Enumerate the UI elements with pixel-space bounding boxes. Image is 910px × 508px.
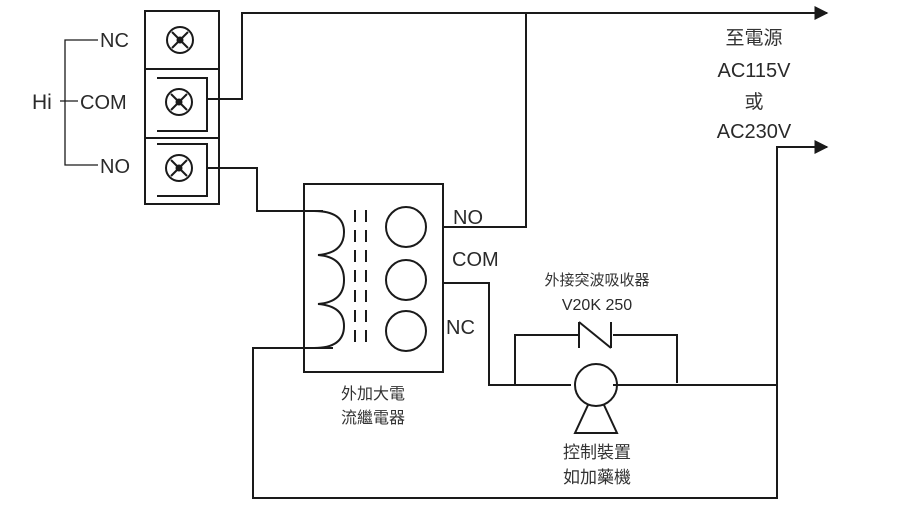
relay-com-contact-icon xyxy=(385,259,427,301)
relay-no-label: NO xyxy=(453,207,483,229)
surge-absorber-icon xyxy=(578,321,612,349)
relay-nc-label: NC xyxy=(446,317,475,339)
relay-coil-icon xyxy=(313,210,346,349)
relay-com-wire xyxy=(443,282,571,386)
terminal-com-label: COM xyxy=(80,92,127,114)
relay-caption-line2: 流繼電器 xyxy=(341,408,405,427)
surge-right-wire xyxy=(613,334,678,383)
wires xyxy=(207,6,829,499)
surge-left-wire xyxy=(514,334,579,385)
relay-no-contact-icon xyxy=(385,206,427,248)
surge-absorber-label: 外接突波吸收器 xyxy=(544,271,649,289)
dosing-pump-icon xyxy=(573,363,619,434)
power-label-line1: 至電源 xyxy=(725,27,782,49)
terminal-nc-label: NC xyxy=(100,30,129,52)
com-screw-terminal-icon xyxy=(165,88,193,116)
relay-no-wire xyxy=(443,13,527,228)
external-relay xyxy=(303,183,444,373)
relay-nc-contact-icon xyxy=(385,310,427,352)
power-line-bottom xyxy=(252,140,829,499)
nc-screw-terminal-icon xyxy=(166,26,194,54)
relay-caption-line1: 外加大電 xyxy=(341,384,405,403)
terminal-no-label: NO xyxy=(100,156,130,178)
power-label-line4: AC230V xyxy=(717,121,792,143)
device-caption-line1: 控制裝置 xyxy=(563,443,631,463)
coil-top-wire xyxy=(207,167,323,212)
power-line-top xyxy=(207,6,829,100)
surge-absorber-model: V20K 250 xyxy=(562,297,632,314)
hi-label: Hi xyxy=(32,91,52,114)
hi-bracket xyxy=(60,39,98,166)
device-caption-line2: 如加藥機 xyxy=(563,468,631,488)
terminal-block xyxy=(144,10,220,205)
power-label-line2: AC115V xyxy=(717,60,791,82)
no-screw-terminal-icon xyxy=(165,154,193,182)
relay-com-label: COM xyxy=(452,249,499,271)
power-label-line3: 或 xyxy=(744,91,763,113)
